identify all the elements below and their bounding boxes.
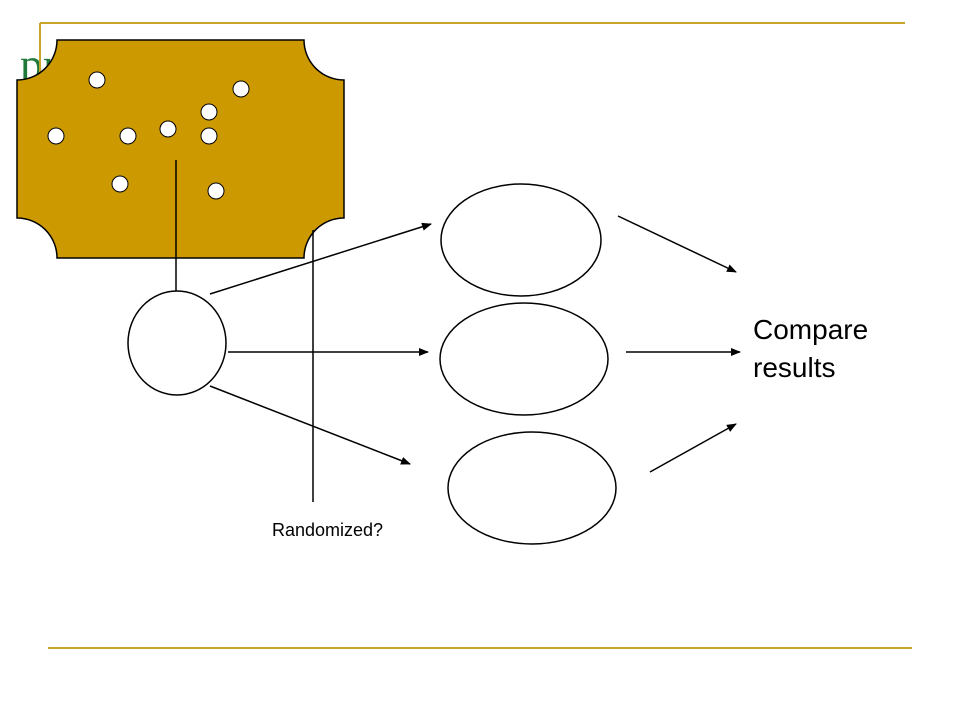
population-dot (232, 80, 250, 98)
population-dots (47, 71, 250, 200)
assign-arrow-top (209, 222, 432, 295)
sample-ellipse (127, 290, 227, 396)
population-dot (207, 182, 225, 200)
population-plaque (16, 39, 345, 259)
group-ellipse-middle (439, 302, 609, 416)
population-dot (47, 127, 65, 145)
result-arrow-top (617, 215, 737, 273)
population-dot (88, 71, 106, 89)
group-ellipse-bottom (447, 431, 617, 545)
group-ellipse-top (440, 183, 602, 297)
population-dot (200, 103, 218, 121)
population-dot (111, 175, 129, 193)
population-dot (200, 127, 218, 145)
assign-arrow-bottom (209, 385, 411, 465)
population-dot (119, 127, 137, 145)
compare-results-label: Compare results (753, 314, 869, 383)
population-dot (159, 120, 177, 138)
randomized-label: Randomized? (272, 520, 384, 540)
result-arrow-bottom (649, 423, 737, 473)
